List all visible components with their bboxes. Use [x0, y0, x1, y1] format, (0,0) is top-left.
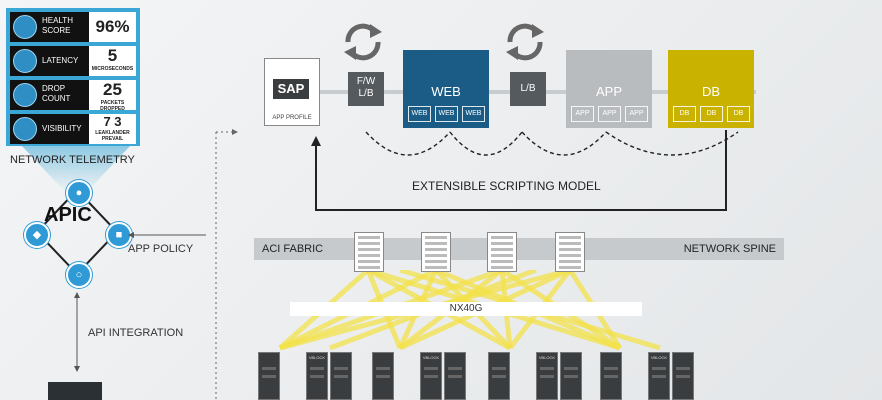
web-node: WEB	[408, 106, 431, 122]
rack-cabinet: VBLOCK	[536, 352, 558, 400]
web-node: WEB	[462, 106, 485, 122]
tag-icon: ◆	[24, 222, 50, 248]
rack-cabinet	[672, 352, 694, 400]
spine-switch	[421, 232, 451, 272]
drop-icon	[13, 83, 37, 107]
api-arrow	[74, 292, 80, 372]
rack-cabinet	[372, 352, 394, 400]
spine-switch	[354, 232, 384, 272]
app-node: APP	[571, 106, 594, 122]
scripting-model-label: EXTENSIBLE SCRIPTING MODEL	[412, 179, 601, 193]
spine-switch	[487, 232, 517, 272]
magnifier-icon	[13, 117, 37, 141]
apic-label: APIC	[44, 204, 92, 226]
db-title: DB	[701, 84, 721, 99]
network-spine-label: NETWORK SPINE	[683, 243, 776, 255]
app-profile-card: SAP APP PROFILE	[264, 58, 320, 126]
rack-cabinet	[330, 352, 352, 400]
health-score-row: HEALTH SCORE 96%	[10, 12, 136, 42]
latency-label: LATENCY	[42, 56, 79, 65]
clock-icon	[13, 49, 37, 73]
rack-cabinet	[600, 352, 622, 400]
server-appliance	[48, 382, 102, 400]
web-title: WEB	[431, 84, 461, 99]
rack-cabinet	[560, 352, 582, 400]
rack-cabinet	[444, 352, 466, 400]
health-score-label: HEALTH SCORE	[42, 16, 73, 35]
sap-logo: SAP	[273, 79, 309, 99]
db-node: DB	[673, 106, 696, 122]
visibility-label: VISIBILITY	[42, 124, 82, 133]
scripting-loop	[311, 130, 739, 211]
timer-icon: ○	[66, 262, 92, 288]
vblock-rack: VBLOCK	[596, 346, 696, 400]
health-score-value: 96%	[89, 12, 136, 42]
vblock-rack: VBLOCK	[484, 346, 584, 400]
app-node: APP	[598, 106, 621, 122]
network-telemetry-title: NETWORK TELEMETRY	[10, 154, 135, 166]
vblock-rack: VBLOCK	[368, 346, 468, 400]
app-node: APP	[625, 106, 648, 122]
refresh-icon	[506, 23, 544, 61]
firewall-box: F/W L/B	[348, 72, 384, 106]
aci-fabric-label: ACI FABRIC	[262, 243, 324, 255]
app-title: APP	[595, 84, 622, 99]
vblock-rack: VBLOCK	[254, 346, 354, 400]
rack-cabinet	[258, 352, 280, 400]
load-balancer-box: L/B	[510, 72, 546, 106]
aci-fabric-band: ACI FABRIC NETWORK SPINE	[254, 238, 784, 260]
web-tier: WEB WEB WEB WEB	[403, 50, 489, 128]
app-policy-arrow	[128, 232, 206, 238]
rack-cabinet: VBLOCK	[420, 352, 442, 400]
heart-icon	[13, 15, 37, 39]
spine-switch	[555, 232, 585, 272]
app-policy-label: APP POLICY	[128, 243, 194, 255]
nx40g-bar: NX40G	[290, 302, 642, 316]
api-integration-label: API INTEGRATION	[88, 327, 184, 339]
drop-count-label: DROP COUNT	[42, 84, 71, 103]
app-profile-label: APP PROFILE	[272, 115, 312, 121]
rack-cabinet: VBLOCK	[648, 352, 670, 400]
db-node: DB	[727, 106, 750, 122]
user-icon: ●	[66, 180, 92, 206]
db-node: DB	[700, 106, 723, 122]
dashed-link	[215, 129, 238, 400]
rack-cabinet	[488, 352, 510, 400]
app-tier: APP APP APP APP	[566, 50, 652, 128]
db-tier: DB DB DB DB	[668, 50, 754, 128]
rack-cabinet: VBLOCK	[306, 352, 328, 400]
lock-icon: ■	[106, 222, 132, 248]
web-node: WEB	[435, 106, 458, 122]
refresh-icon	[344, 23, 382, 61]
